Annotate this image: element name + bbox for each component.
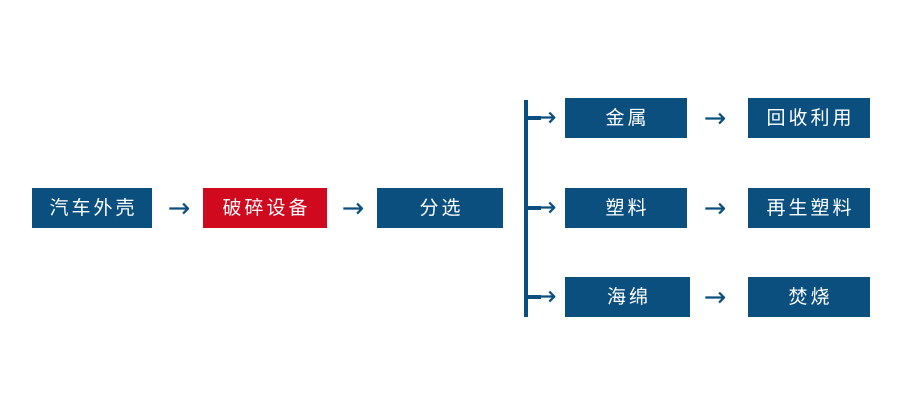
arrow-right-icon-sponge-to-incineration: → bbox=[703, 281, 727, 313]
arrow-right-icon-shell-to-crusher: → bbox=[167, 192, 191, 224]
node-metal[interactable]: 金属 bbox=[565, 98, 687, 138]
node-recycle-reuse[interactable]: 回收利用 bbox=[748, 98, 870, 138]
branch-stem-metal bbox=[527, 116, 541, 120]
arrow-right-icon-metal-to-recycle: → bbox=[703, 102, 727, 134]
node-car-shell[interactable]: 汽车外壳 bbox=[32, 188, 152, 228]
arrow-right-icon-branch-metal: → bbox=[534, 101, 557, 133]
branch-stem-sponge bbox=[527, 295, 541, 299]
arrow-right-icon-branch-sponge: → bbox=[534, 280, 557, 312]
arrow-right-icon-branch-plastic: → bbox=[534, 191, 557, 223]
node-crushing-equipment[interactable]: 破碎设备 bbox=[203, 188, 327, 228]
node-incineration[interactable]: 焚烧 bbox=[748, 277, 870, 317]
node-sponge[interactable]: 海绵 bbox=[565, 277, 690, 317]
node-plastic[interactable]: 塑料 bbox=[565, 188, 687, 228]
branch-stem-plastic bbox=[527, 206, 541, 210]
node-sorting[interactable]: 分选 bbox=[377, 188, 503, 228]
node-recycled-plastic[interactable]: 再生塑料 bbox=[748, 188, 870, 228]
arrow-right-icon-plastic-to-recycled-plastic: → bbox=[703, 192, 727, 224]
split-rail-vertical-connector bbox=[524, 100, 528, 317]
arrow-right-icon-crusher-to-sorting: → bbox=[341, 192, 365, 224]
